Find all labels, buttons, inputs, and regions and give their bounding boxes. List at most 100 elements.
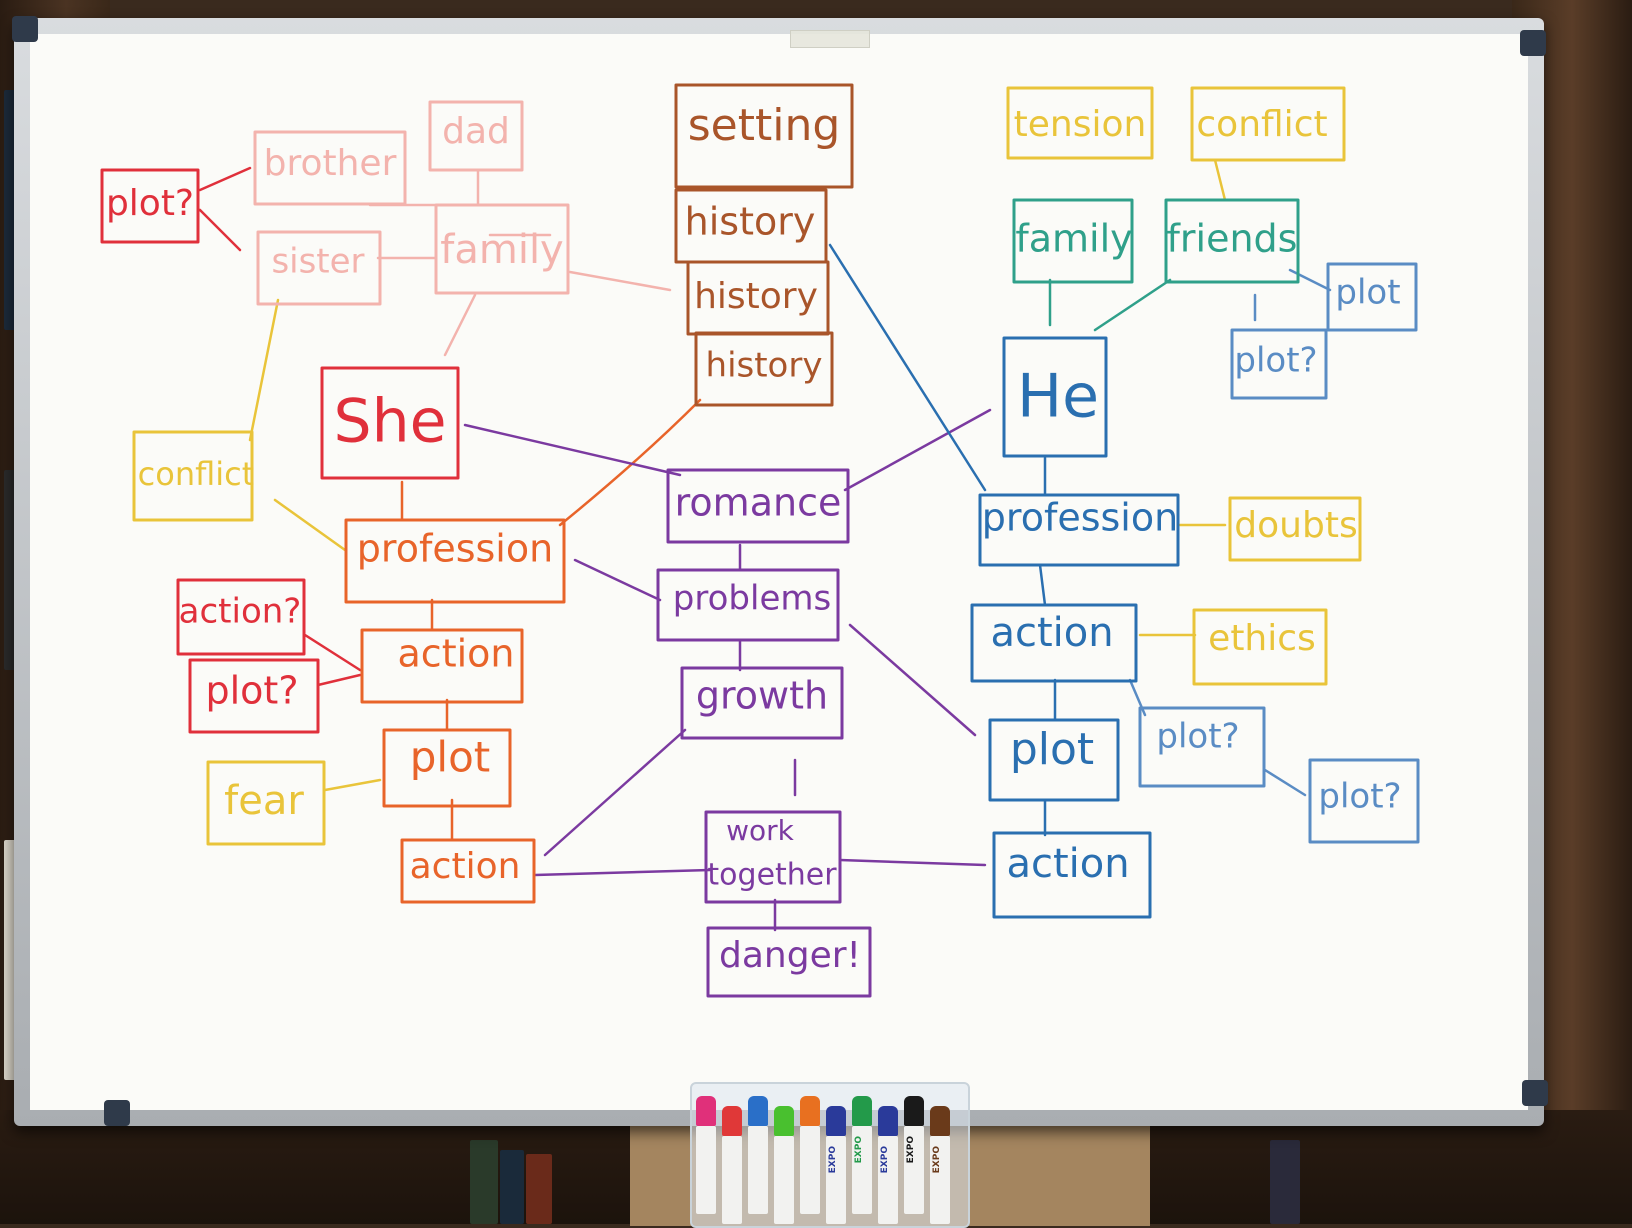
marker-cap xyxy=(774,1106,794,1136)
node-problems: problems xyxy=(656,568,840,642)
node-danger: danger! xyxy=(706,926,872,998)
node-box xyxy=(1138,706,1266,788)
node-box xyxy=(656,568,840,642)
node-label: sister xyxy=(271,242,364,282)
frame-corner xyxy=(104,1100,130,1126)
node-box xyxy=(188,658,320,734)
node-box xyxy=(1308,758,1420,844)
book xyxy=(470,1140,498,1224)
node-action-left-bottom: action xyxy=(400,838,536,904)
node-action-left: action xyxy=(360,628,524,704)
node-label: danger! xyxy=(719,935,861,976)
whiteboard-surface xyxy=(30,34,1528,1110)
connector xyxy=(303,633,362,672)
node-label: family xyxy=(440,227,563,273)
frame-corner xyxy=(12,16,38,42)
node-plot-right: plot xyxy=(988,718,1120,802)
node-label: romance xyxy=(675,481,842,525)
marker-body xyxy=(826,1136,846,1224)
node-label: plot xyxy=(1010,724,1094,775)
marker-body xyxy=(852,1126,872,1214)
marker xyxy=(748,1096,768,1214)
node-box xyxy=(978,493,1180,567)
node-box xyxy=(176,578,306,656)
node-box xyxy=(206,760,326,846)
marker-cap xyxy=(904,1096,924,1126)
node-label: brother xyxy=(264,143,397,184)
node-box xyxy=(992,831,1152,919)
node-box xyxy=(400,838,536,904)
connector xyxy=(843,408,992,492)
node-family-right: family xyxy=(1012,198,1134,284)
node-box xyxy=(694,331,834,407)
marker-label: EXPO xyxy=(906,1136,916,1164)
connector xyxy=(273,498,347,552)
node-dad: dad xyxy=(428,100,524,172)
marker-cap xyxy=(852,1096,872,1126)
node-plot-q-left: plot? xyxy=(188,658,320,734)
node-plot-right-top: plot xyxy=(1326,262,1418,332)
marker-cap xyxy=(878,1106,898,1136)
connector xyxy=(828,243,987,492)
connector xyxy=(1288,268,1332,292)
node-box xyxy=(256,230,382,306)
marker xyxy=(800,1096,820,1214)
marker: EXPO xyxy=(852,1096,872,1214)
node-label: family xyxy=(1015,217,1132,261)
node-box xyxy=(132,430,254,522)
node-conflict-right: conflict xyxy=(1190,86,1346,162)
node-label: work xyxy=(726,814,795,847)
node-action-right-bottom: action xyxy=(992,831,1152,919)
node-conflict-left: conflict xyxy=(132,430,255,522)
node-label: conflict xyxy=(138,455,255,493)
node-work-together: work together xyxy=(704,810,842,904)
connector xyxy=(463,423,682,477)
node-box xyxy=(320,366,460,480)
node-box xyxy=(360,628,524,704)
marker xyxy=(696,1096,716,1214)
connector xyxy=(248,298,280,442)
node-she: She xyxy=(320,366,460,480)
node-history-1: history xyxy=(674,188,828,264)
node-box xyxy=(680,666,844,740)
node-box xyxy=(666,468,850,544)
node-label: plot? xyxy=(106,183,194,224)
node-box xyxy=(1012,198,1134,284)
node-label: plot? xyxy=(1318,777,1401,817)
node-label: plot? xyxy=(1234,341,1317,381)
node-doubts: doubts xyxy=(1228,496,1362,562)
marker-body xyxy=(878,1136,898,1224)
marker-body xyxy=(748,1126,768,1214)
node-box xyxy=(344,518,566,604)
marker-cap xyxy=(722,1106,742,1136)
marker-body xyxy=(774,1136,794,1224)
node-label: plot? xyxy=(1156,717,1239,757)
connector xyxy=(198,166,252,192)
node-box xyxy=(1002,336,1108,458)
node-tension: tension xyxy=(1006,86,1154,160)
node-fear: fear xyxy=(206,760,326,846)
connector xyxy=(568,270,672,292)
marker-label: EXPO xyxy=(854,1136,864,1164)
node-history-2: history xyxy=(686,260,830,336)
connector xyxy=(1093,278,1172,332)
node-growth: growth xyxy=(680,666,844,740)
node-plot-q-right-2: plot? xyxy=(1308,758,1420,844)
node-history-3: history xyxy=(694,331,834,407)
node-family-left: family xyxy=(434,203,570,295)
node-box xyxy=(706,926,872,998)
node-label: growth xyxy=(696,674,828,718)
connector xyxy=(1263,768,1307,797)
marker-cap xyxy=(826,1106,846,1136)
connector xyxy=(198,208,242,252)
node-ethics: ethics xyxy=(1192,608,1328,686)
node-profession-right: profession xyxy=(978,493,1180,567)
node-label: together xyxy=(707,858,837,893)
node-label: action xyxy=(410,846,521,887)
marker: EXPO xyxy=(904,1096,924,1214)
node-label: action xyxy=(990,610,1113,656)
node-box xyxy=(382,728,512,808)
node-he: He xyxy=(1002,336,1108,458)
